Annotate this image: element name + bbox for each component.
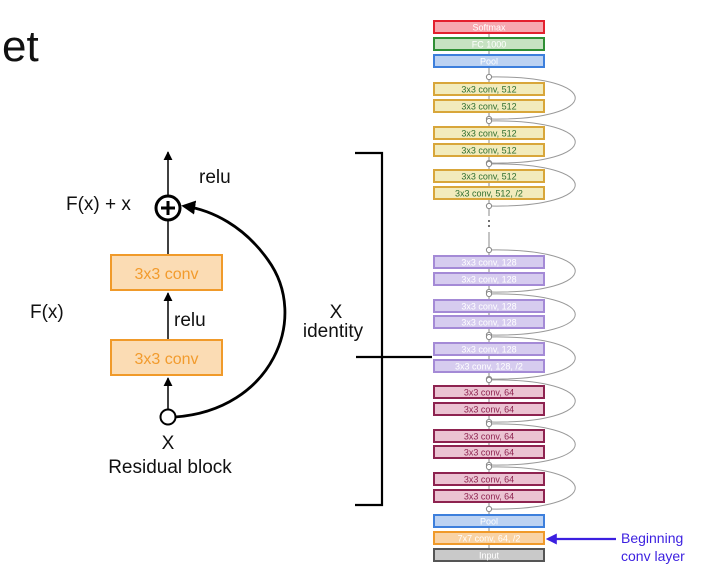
mid-relu-label: relu (174, 310, 206, 331)
layer-box-conv128 (433, 255, 545, 269)
junction-node (485, 463, 493, 471)
layer-label: 3x3 conv, 128 (461, 302, 516, 312)
identity-x-label: X (330, 302, 343, 323)
conv-bottom-label: 3x3 conv (134, 351, 198, 368)
layer-label: 7x7 conv, 64, /2 (458, 534, 521, 544)
layer-label: 3x3 conv, 512 (461, 172, 516, 182)
fx-label: F(x) (30, 302, 64, 323)
skip-connection (488, 423, 576, 466)
skip-connection (488, 336, 576, 380)
layer-label: 3x3 conv, 128, /2 (455, 362, 523, 372)
layer-box-conv512 (433, 186, 545, 200)
layer-label: 3x3 conv, 128 (461, 275, 516, 285)
layer-box-conv64 (433, 429, 545, 443)
junction-node (485, 420, 493, 428)
layer-label: 3x3 conv, 64 (464, 388, 514, 398)
layer-label: 3x3 conv, 512 (461, 146, 516, 156)
layer-box-conv512 (433, 169, 545, 183)
skip-connection (488, 249, 576, 293)
layer-label: 3x3 conv, 64 (464, 492, 514, 502)
skip-connection (488, 466, 576, 510)
identity-label: identity (303, 321, 364, 342)
layer-label: Softmax (472, 23, 506, 33)
skip-connection (488, 379, 576, 423)
layer-label: 3x3 conv, 512 (461, 129, 516, 139)
layer-box-pool (433, 514, 545, 528)
layer-box-conv512 (433, 99, 545, 113)
skip-connection (488, 293, 576, 336)
layer-label: 3x3 conv, 64 (464, 475, 514, 485)
layer-label: Pool (480, 517, 498, 527)
layer-box-conv128 (433, 315, 545, 329)
layer-box-conv64 (433, 472, 545, 486)
skip-connection (488, 120, 576, 164)
identity-skip-arrow (174, 200, 287, 419)
skip-connection (488, 163, 576, 207)
annotation: Beginning conv layer (545, 530, 685, 564)
annotation-line2: conv layer (621, 548, 685, 564)
layer-label: 3x3 conv, 512 (461, 85, 516, 95)
layer-label: 3x3 conv, 128 (461, 258, 516, 268)
layer-label: 3x3 conv, 512 (461, 102, 516, 112)
annotation-line1: Beginning (621, 530, 683, 546)
layer-box-pool (433, 54, 545, 68)
junction-node (485, 290, 493, 298)
layer-label: 3x3 conv, 128 (461, 318, 516, 328)
junction-node (485, 160, 493, 168)
layer-label: 3x3 conv, 64 (464, 432, 514, 442)
bracket-shape (355, 151, 384, 507)
layer-label: 3x3 conv, 128 (461, 345, 516, 355)
sum-label: F(x) + x (66, 194, 131, 215)
layer-label: Pool (480, 57, 498, 67)
residual-block: relu F(x) + x 3x3 conv relu F(x) 3x3 con… (30, 151, 364, 478)
conv-box-bottom (110, 339, 223, 376)
ellipsis-dot (488, 225, 490, 227)
layer-box-conv7 (433, 531, 545, 545)
junction-node (485, 333, 493, 341)
bracket (355, 151, 432, 507)
layer-label: 3x3 conv, 512, /2 (455, 189, 523, 199)
layer-label: FC 1000 (472, 40, 507, 50)
junction-node (485, 117, 493, 125)
layer-box-conv128 (433, 342, 545, 356)
junction-node (485, 376, 493, 384)
junction-node (485, 505, 493, 513)
slide-title: et (2, 22, 39, 71)
layer-box-conv64 (433, 489, 545, 503)
layer-label: Input (479, 551, 500, 561)
layer-box-conv64 (433, 445, 545, 459)
layer-box-conv128 (433, 299, 545, 313)
input-node (159, 408, 177, 426)
layer-box-conv128 (433, 359, 545, 373)
skip-connection (488, 76, 576, 120)
conv-box-top (110, 254, 223, 291)
residual-block-caption: Residual block (108, 457, 232, 478)
input-x-label: X (162, 433, 175, 454)
layer-box-conv128 (433, 272, 545, 286)
layer-box-input (433, 548, 545, 562)
top-relu-label: relu (199, 167, 231, 188)
junction-node (485, 246, 493, 254)
layer-label: 3x3 conv, 64 (464, 448, 514, 458)
layer-box-conv64 (433, 385, 545, 399)
layer-box-conv512 (433, 82, 545, 96)
junction-node (485, 202, 493, 210)
conv-top-label: 3x3 conv (134, 266, 198, 283)
layer-box-softmax (433, 20, 545, 34)
layer-box-conv512 (433, 126, 545, 140)
layer-box-conv64 (433, 402, 545, 416)
ellipsis-dot (488, 220, 490, 222)
layer-box-conv512 (433, 143, 545, 157)
layer-label: 3x3 conv, 64 (464, 405, 514, 415)
layer-box-fc (433, 37, 545, 51)
junction-node (485, 73, 493, 81)
